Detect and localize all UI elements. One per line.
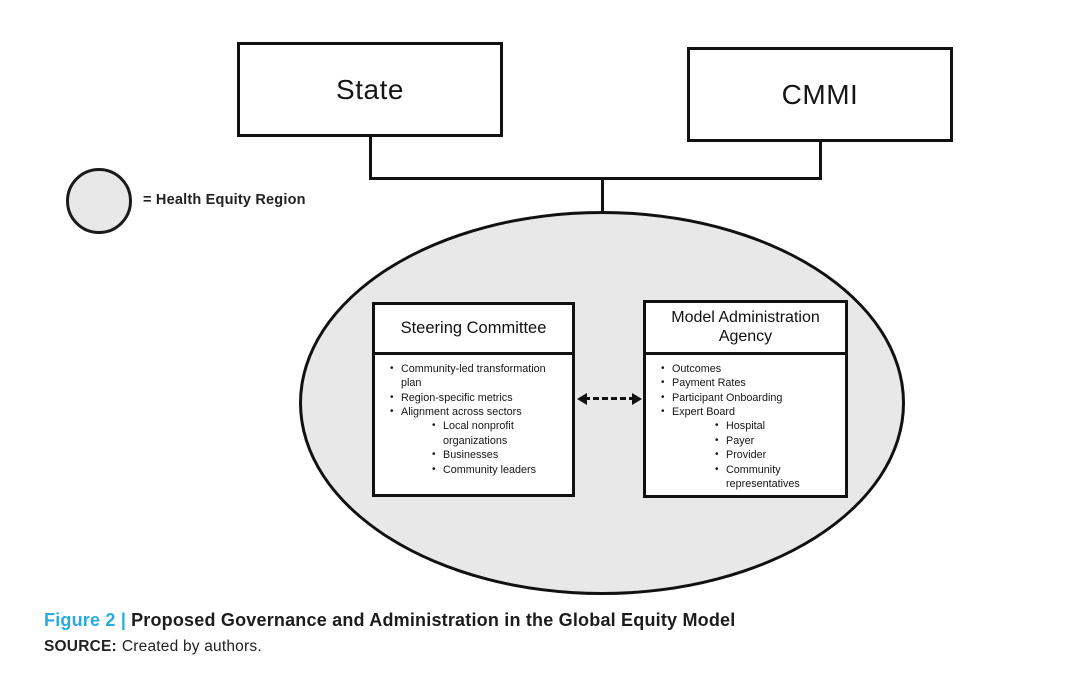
arrow-head-right-icon [632,393,642,405]
list-item: Expert BoardHospitalPayerProviderCommuni… [660,405,842,491]
health-equity-region-circle-icon [66,168,132,234]
list-item: Hospital [714,419,842,433]
list-item: Region-specific metrics [389,391,569,405]
sub-list: HospitalPayerProviderCommunity represent… [672,419,842,491]
region-connector-line [601,177,604,214]
steering-committee-title: Steering Committee [375,305,572,355]
model-administration-agency-title: Model Administration Agency [646,303,845,355]
list-item: Local nonprofit organizations [431,419,569,448]
cmmi-box: CMMI [687,47,953,142]
sub-list: Local nonprofit organizationsBusinessesC… [401,419,569,476]
figure-number-label: Figure 2 | [44,610,127,630]
bidirectional-dashed-arrow-icon [577,392,642,408]
list-item: Community leaders [431,463,569,477]
state-box: State [237,42,503,137]
source-text: Created by authors. [121,638,262,655]
list-item: Alignment across sectorsLocal nonprofit … [389,405,569,477]
steering-committee-body: Community-led transformation planRegion-… [375,355,572,477]
figure-source: SOURCE:Created by authors. [44,638,262,656]
list-item: Participant Onboarding [660,391,842,405]
list-item: Provider [714,448,842,462]
model-administration-agency-panel: Model Administration Agency OutcomesPaym… [643,300,848,498]
figure-caption: Figure 2 |Proposed Governance and Admini… [44,610,735,631]
horizontal-connector-line [369,177,822,180]
model-administration-agency-list: OutcomesPayment RatesParticipant Onboard… [652,362,842,491]
figure-title: Proposed Governance and Administration i… [131,610,736,630]
steering-committee-list: Community-led transformation planRegion-… [381,362,569,477]
list-item: Businesses [431,448,569,462]
arrow-dashed-line [584,397,635,400]
legend-label: = Health Equity Region [143,192,306,208]
arrow-head-left-icon [577,393,587,405]
model-administration-agency-body: OutcomesPayment RatesParticipant Onboard… [646,355,845,491]
steering-committee-panel: Steering Committee Community-led transfo… [372,302,575,497]
list-item: Payment Rates [660,376,842,390]
list-item: Community representatives [714,463,842,492]
list-item: Payer [714,434,842,448]
source-label: SOURCE: [44,638,117,655]
state-connector-line [369,135,372,180]
list-item: Community-led transformation plan [389,362,569,391]
cmmi-connector-line [819,140,822,180]
state-box-label: State [336,73,404,105]
cmmi-box-label: CMMI [781,78,859,110]
list-item: Outcomes [660,362,842,376]
